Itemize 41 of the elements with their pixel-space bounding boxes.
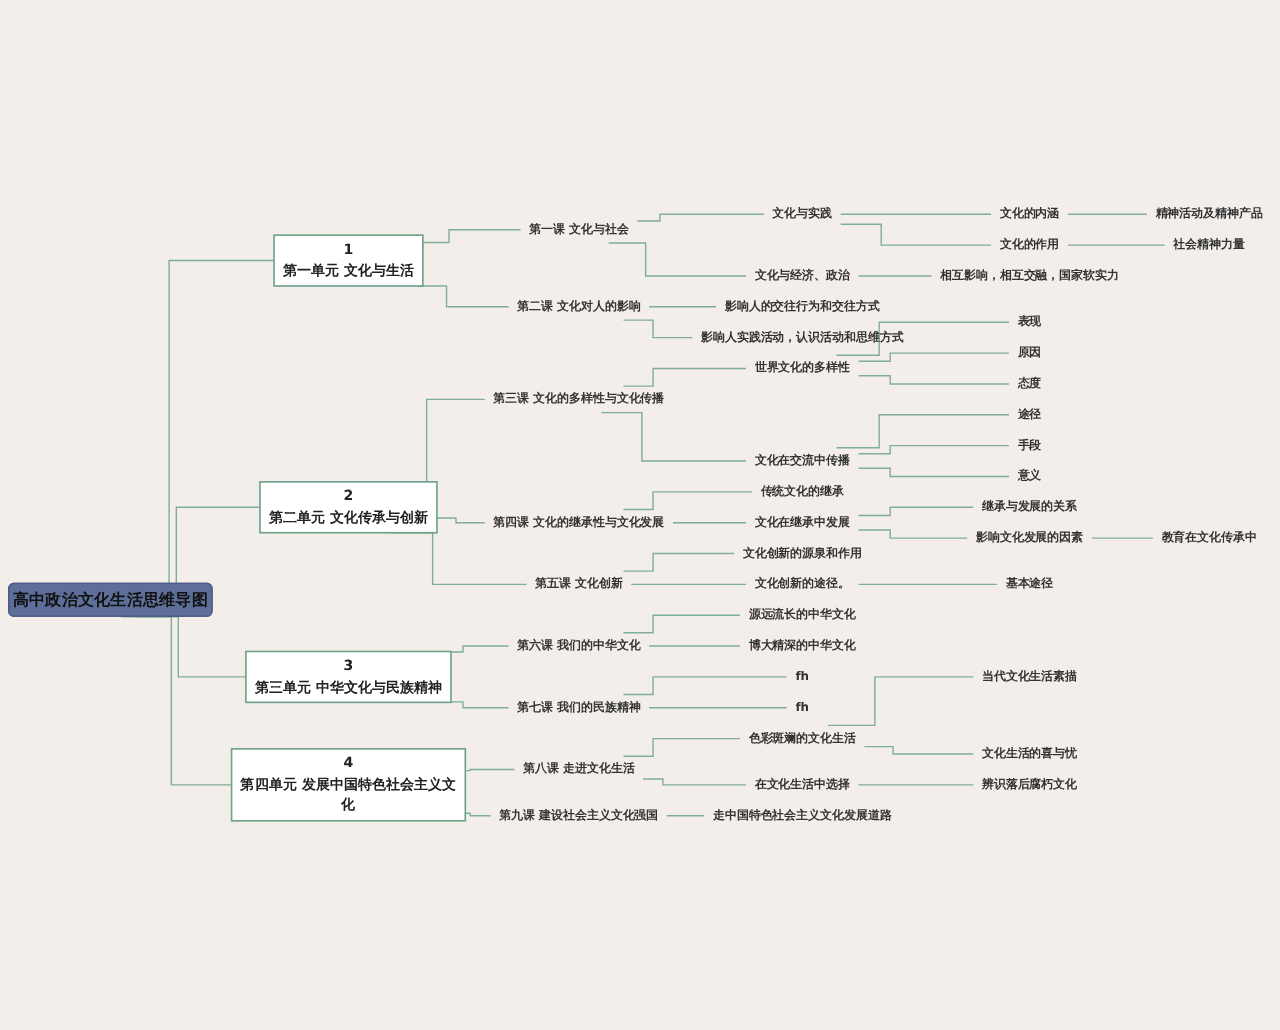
connector — [622, 552, 735, 572]
connector — [600, 411, 747, 462]
connector — [835, 321, 1010, 356]
connector — [622, 676, 788, 696]
connector — [857, 352, 1010, 362]
connector — [622, 491, 753, 511]
connector — [422, 229, 522, 244]
connector — [622, 367, 747, 387]
connector — [636, 213, 765, 222]
connector — [1067, 213, 1148, 215]
connector — [607, 242, 747, 277]
connector — [622, 737, 741, 757]
connector — [648, 645, 741, 647]
connector — [630, 583, 747, 586]
connector — [827, 676, 974, 727]
connector — [857, 506, 974, 517]
connector — [622, 319, 694, 339]
connector — [642, 778, 747, 786]
connector — [863, 745, 974, 755]
connector — [857, 375, 1010, 385]
connector — [857, 583, 998, 586]
connector — [857, 529, 968, 539]
connector — [648, 306, 717, 308]
connector — [450, 701, 510, 709]
connector — [839, 213, 992, 215]
connector — [464, 812, 492, 817]
connector — [857, 467, 1010, 478]
connector — [464, 768, 516, 772]
connector — [857, 275, 933, 277]
connector — [857, 784, 974, 786]
connector — [1067, 244, 1166, 246]
connector — [436, 517, 486, 524]
connector — [839, 223, 992, 246]
connector — [835, 414, 1010, 449]
connector — [672, 522, 747, 524]
connector — [450, 645, 510, 653]
connector — [857, 444, 1010, 455]
connector — [622, 614, 741, 634]
connector — [666, 815, 705, 817]
connector — [1091, 537, 1154, 539]
connector — [648, 707, 788, 709]
